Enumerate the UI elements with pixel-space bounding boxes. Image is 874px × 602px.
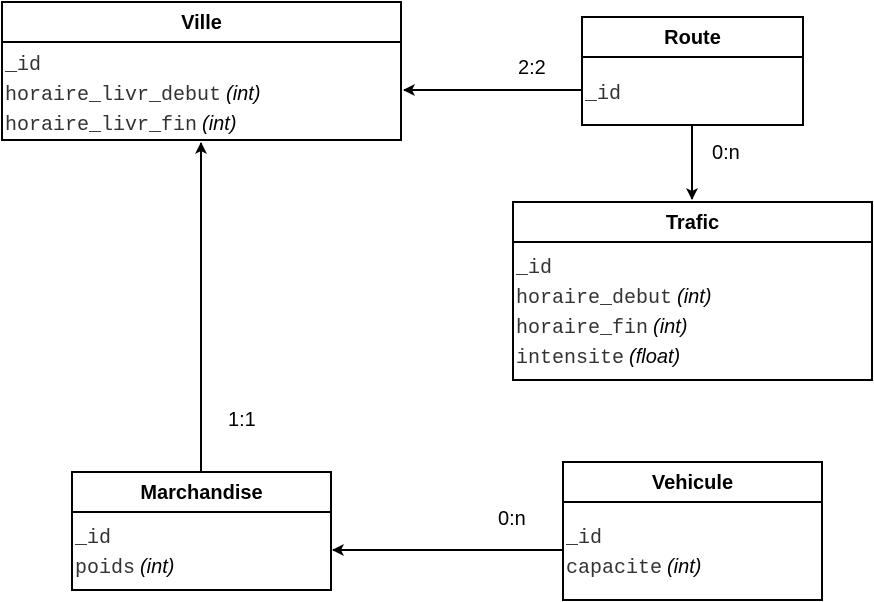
attribute-name: poids (75, 557, 136, 580)
attribute-row: _id (5, 49, 400, 79)
attribute-row: _id (566, 522, 821, 552)
entity-marchandise[interactable]: Marchandise _id poids (int) (71, 471, 332, 591)
attribute-type: (int) (140, 556, 175, 578)
attribute-name: _id (585, 83, 622, 106)
cardinality-route-ville: 2:2 (518, 57, 546, 79)
attribute-row: _id (585, 78, 802, 108)
attribute-type: (int) (202, 113, 237, 135)
entity-title: Vehicule (564, 463, 821, 503)
attribute-row: horaire_fin (int) (516, 312, 871, 342)
attribute-type: (int) (677, 286, 712, 308)
attribute-name: horaire_livr_fin (5, 114, 198, 137)
attribute-name: _id (516, 257, 553, 280)
attribute-type: (int) (667, 556, 702, 578)
attribute-type: (float) (629, 346, 681, 368)
cardinality-vehicule-marchandise: 0:n (498, 508, 526, 530)
attribute-name: horaire_fin (516, 317, 649, 340)
attribute-name: intensite (516, 347, 625, 370)
entity-title: Route (583, 18, 802, 58)
entity-title: Marchandise (73, 473, 330, 513)
attribute-row: horaire_livr_fin (int) (5, 109, 400, 139)
attribute-row: intensite (float) (516, 342, 871, 372)
attribute-row: capacite (int) (566, 552, 821, 582)
attribute-row: horaire_debut (int) (516, 282, 871, 312)
entity-title: Ville (3, 3, 400, 43)
entity-ville[interactable]: Ville _id horaire_livr_debut (int) horai… (1, 1, 402, 141)
entity-vehicule[interactable]: Vehicule _id capacite (int) (562, 461, 823, 601)
attribute-row: poids (int) (75, 552, 330, 582)
attribute-row: _id (516, 252, 871, 282)
attribute-name: horaire_debut (516, 287, 673, 310)
attribute-type: (int) (226, 83, 261, 105)
entity-trafic[interactable]: Trafic _id horaire_debut (int) horaire_f… (512, 201, 873, 381)
attribute-name: _id (566, 527, 603, 550)
attribute-name: horaire_livr_debut (5, 84, 222, 107)
attribute-name: _id (75, 527, 112, 550)
attribute-row: _id (75, 522, 330, 552)
cardinality-route-trafic: 0:n (712, 142, 740, 164)
attribute-type: (int) (653, 316, 688, 338)
cardinality-marchandise-ville: 1:1 (228, 409, 256, 431)
entity-route[interactable]: Route _id (581, 16, 804, 126)
attribute-row: horaire_livr_debut (int) (5, 79, 400, 109)
attribute-name: _id (5, 54, 42, 77)
attribute-name: capacite (566, 557, 663, 580)
entity-title: Trafic (514, 203, 871, 243)
